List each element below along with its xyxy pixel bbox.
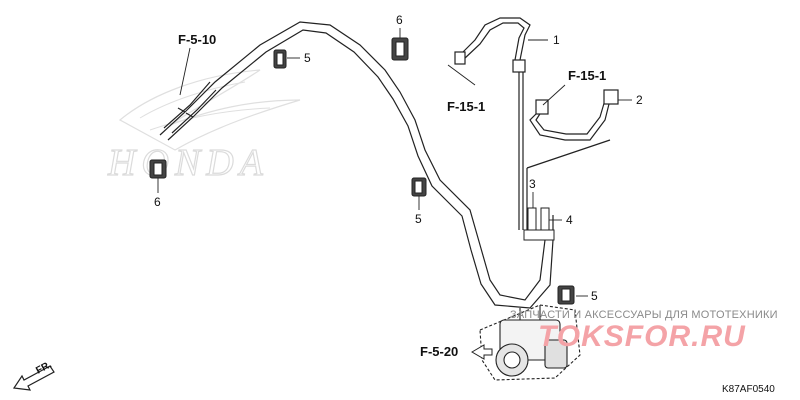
part-number-5a: 5 (304, 51, 311, 65)
diagram-code: K87AF0540 (722, 384, 775, 395)
arrow-left-icon (471, 344, 493, 360)
part-number-1: 1 (553, 33, 560, 47)
part-number-2: 2 (636, 93, 643, 107)
clamp-5c (557, 285, 575, 305)
part-number-6a: 6 (396, 13, 403, 27)
ref-f-15-1-left: F-15-1 (447, 99, 485, 114)
watermark-caption: ЗАПЧАСТИ И АКСЕССУАРЫ ДЛЯ МОТОТЕХНИКИ (510, 309, 778, 321)
part-number-6b: 6 (154, 195, 161, 209)
part-number-5c: 5 (591, 289, 598, 303)
watermark-logo: TOKSFOR.RU (538, 320, 746, 353)
leader-lines (157, 28, 632, 297)
brake-pipe-1 (454, 17, 531, 230)
front-direction-arrow-icon (12, 365, 55, 391)
brake-pipe-2 (526, 89, 619, 230)
ref-f-5-20: F-5-20 (420, 344, 458, 359)
part-number-4: 4 (566, 213, 573, 227)
part-number-3: 3 (529, 177, 536, 191)
fitting-3-4 (523, 207, 555, 241)
honda-wing-logo: HONDA (106, 69, 301, 185)
part-number-5b: 5 (415, 212, 422, 226)
clamp-6b (149, 159, 167, 179)
honda-logo-text: HONDA (107, 142, 269, 184)
brake-hose-main (159, 21, 554, 309)
ref-f-15-1-right: F-15-1 (568, 68, 606, 83)
clamp-6a (391, 37, 409, 61)
clamp-5b (411, 177, 427, 197)
abs-modulator (479, 304, 581, 381)
clamp-5a (273, 49, 287, 69)
ref-f-5-10: F-5-10 (178, 32, 216, 47)
